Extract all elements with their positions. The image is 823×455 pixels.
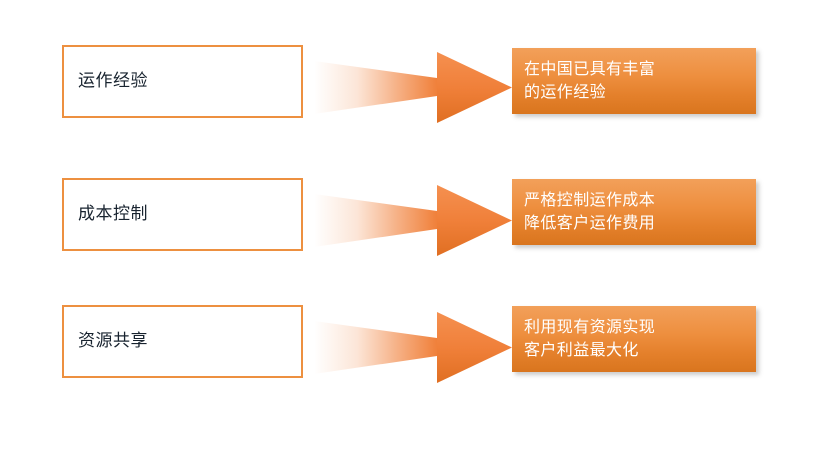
callout-box-3[interactable]: 利用现有资源实现 客户利益最大化 <box>512 306 756 372</box>
right-arrow-icon <box>312 311 517 384</box>
label-box-1[interactable]: 运作经验 <box>62 45 303 118</box>
callout-box-1[interactable]: 在中国已具有丰富 的运作经验 <box>512 48 756 114</box>
callout-box-2[interactable]: 严格控制运作成本 降低客户运作费用 <box>512 179 756 245</box>
label-box-2[interactable]: 成本控制 <box>62 178 303 251</box>
right-arrow-icon <box>312 184 517 257</box>
label-box-text: 运作经验 <box>78 71 148 91</box>
callout-box-text: 利用现有资源实现 客户利益最大化 <box>524 318 656 359</box>
callout-box-text: 严格控制运作成本 降低客户运作费用 <box>524 191 656 232</box>
label-box-3[interactable]: 资源共享 <box>62 305 303 378</box>
label-box-text: 资源共享 <box>78 331 148 351</box>
right-arrow-icon <box>312 51 517 124</box>
label-box-text: 成本控制 <box>78 204 148 224</box>
callout-box-text: 在中国已具有丰富 的运作经验 <box>524 60 656 101</box>
